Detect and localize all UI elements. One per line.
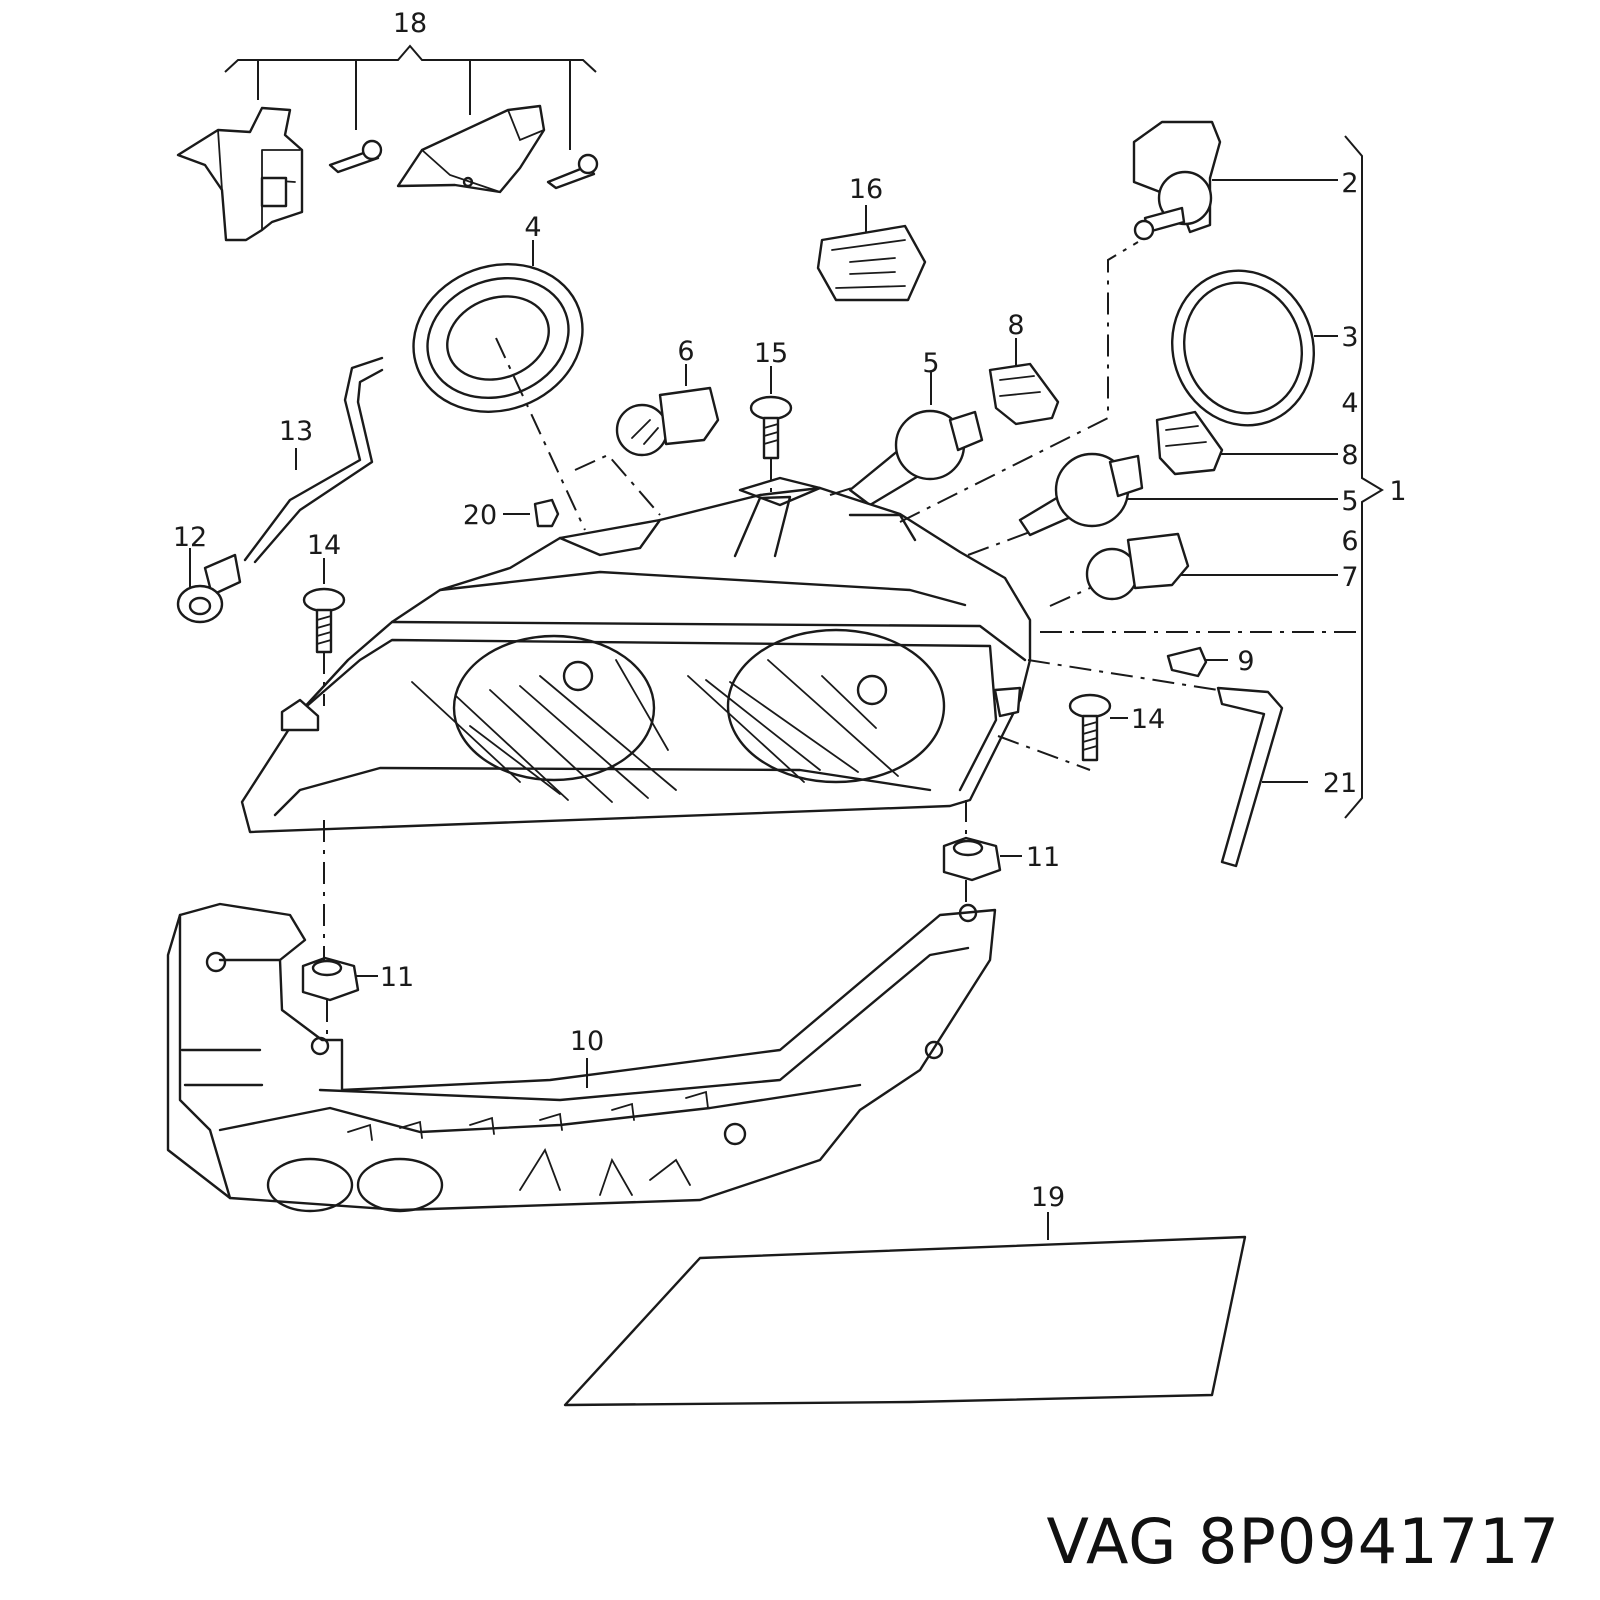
part-2-range-motor	[1132, 120, 1338, 241]
headlight-housing	[240, 476, 1032, 834]
callout-4-left: 4	[524, 212, 541, 243]
part-16-connector	[816, 205, 927, 302]
callout-16: 16	[849, 174, 883, 205]
callout-6-top: 6	[677, 336, 694, 367]
callout-11-right: 11	[1026, 842, 1060, 873]
part-9-clip	[1166, 646, 1228, 678]
part-11-clip-left	[301, 956, 378, 1002]
part-10-carrier	[166, 902, 997, 1213]
part-14-screw-right	[1068, 693, 1128, 762]
part-20-clip	[503, 498, 560, 528]
callout-5-top: 5	[922, 348, 939, 379]
part-6-bulb-right	[1085, 532, 1338, 601]
part-19-film	[563, 1212, 1247, 1407]
part-13-hose	[243, 356, 384, 564]
callout-4-right: 4	[1341, 388, 1358, 419]
callout-12: 12	[173, 522, 207, 553]
assembly-1-bracket	[1344, 135, 1384, 819]
part-6-bulb-top	[615, 364, 720, 457]
callout-14-right: 14	[1131, 704, 1165, 735]
callout-14-left: 14	[307, 530, 341, 561]
callout-15: 15	[754, 338, 788, 369]
part-8-holder-top	[988, 338, 1060, 426]
callout-18: 18	[393, 8, 427, 39]
callout-7: 7	[1341, 562, 1358, 593]
part-15-screw	[749, 366, 793, 460]
callout-11-left: 11	[380, 962, 414, 993]
alignment-lines	[323, 241, 1358, 1040]
part-number-label: VAG 8P0941717	[1046, 1505, 1560, 1578]
callout-8-top: 8	[1007, 310, 1024, 341]
callout-8-right: 8	[1341, 440, 1358, 471]
part-5-bulb-top	[848, 372, 984, 507]
callout-9: 9	[1237, 646, 1254, 677]
callout-5-right: 5	[1341, 486, 1358, 517]
part-14-screw-left	[302, 558, 346, 654]
callout-labels: 18 16 2 4 3 8 6 15 5 4 13 8 1 5 20 12 6 …	[173, 8, 1407, 1213]
callout-21: 21	[1323, 768, 1357, 799]
part-4-cap-left	[412, 240, 584, 413]
part-8-holder-right	[1155, 410, 1338, 476]
part-18-brackets	[176, 44, 599, 242]
callout-13: 13	[279, 416, 313, 447]
part-12-hose-clip	[176, 548, 242, 624]
callout-19: 19	[1031, 1182, 1065, 1213]
callout-3: 3	[1341, 322, 1358, 353]
part-21-seal-strip	[1216, 686, 1308, 868]
part-11-clip-right	[942, 836, 1022, 882]
callout-10: 10	[570, 1026, 604, 1057]
callout-1: 1	[1389, 476, 1406, 507]
callout-6-right: 6	[1341, 526, 1358, 557]
part-5-bulb-right	[1018, 452, 1338, 537]
callout-20: 20	[463, 500, 497, 531]
callout-2: 2	[1341, 168, 1358, 199]
part-3-seal-ring	[1170, 269, 1338, 427]
